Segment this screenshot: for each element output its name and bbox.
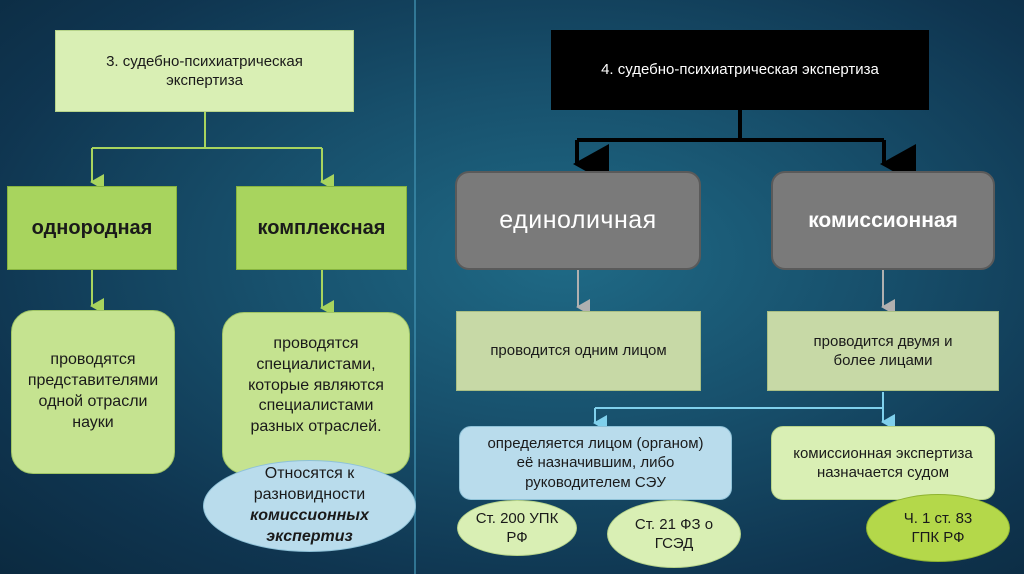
commission-note-emph: комиссионных экспертиз — [250, 507, 369, 545]
left-title-text: 3. судебно-психиатрическая экспертиза — [106, 52, 303, 90]
right-title-text: 4. судебно-психиатрическая экспертиза — [601, 61, 879, 79]
commission-note-oval: Относятся к разновидности комиссионных э… — [203, 460, 416, 552]
right-title-box: 4. судебно-психиатрическая экспертиза — [551, 30, 929, 110]
court-desc-box: комиссионная экспертиза назначается судо… — [771, 426, 995, 500]
homogeneous-desc-box: проводятся представителями одной отрасли… — [11, 310, 175, 474]
appointer-desc-box: определяется лицом (органом) её назначив… — [459, 426, 732, 500]
type-complex-label: комплексная — [257, 217, 386, 239]
type-commission-box: комиссионная — [771, 171, 995, 270]
type-complex-box: комплексная — [236, 186, 407, 270]
court-desc-text: комиссионная экспертиза назначается судо… — [793, 444, 973, 482]
ref-upk-text: Ст. 200 УПК РФ — [475, 509, 559, 547]
commission-desc-box: проводится двумя и более лицами — [767, 311, 999, 391]
left-title-box: 3. судебно-психиатрическая экспертиза — [55, 30, 354, 112]
single-desc-box: проводится одним лицом — [456, 311, 701, 391]
ref-fz-oval: Ст. 21 ФЗ о ГСЭД — [607, 500, 741, 568]
type-homogeneous-box: однородная — [7, 186, 177, 270]
type-single-label: единоличная — [499, 206, 657, 235]
type-single-box: единоличная — [455, 171, 701, 270]
panel-divider — [414, 0, 416, 574]
ref-fz-text: Ст. 21 ФЗ о ГСЭД — [634, 515, 714, 553]
ref-gpk-oval: Ч. 1 ст. 83 ГПК РФ — [866, 494, 1010, 562]
single-desc-text: проводится одним лицом — [490, 342, 667, 360]
commission-note-prefix: Относятся к разновидности — [253, 465, 366, 504]
complex-desc-box: проводятся специалистами, которые являют… — [222, 312, 410, 474]
type-homogeneous-label: однородная — [31, 217, 153, 239]
homogeneous-desc-text: проводятся представителями одной отрасли… — [27, 351, 159, 431]
type-commission-label: комиссионная — [808, 208, 958, 232]
appointer-desc-text: определяется лицом (органом) её назначив… — [487, 434, 704, 491]
complex-desc-text: проводятся специалистами, которые являют… — [248, 335, 384, 436]
ref-gpk-text: Ч. 1 ст. 83 ГПК РФ — [903, 509, 973, 547]
commission-desc-text: проводится двумя и более лицами — [813, 332, 953, 370]
ref-upk-oval: Ст. 200 УПК РФ — [457, 500, 577, 556]
